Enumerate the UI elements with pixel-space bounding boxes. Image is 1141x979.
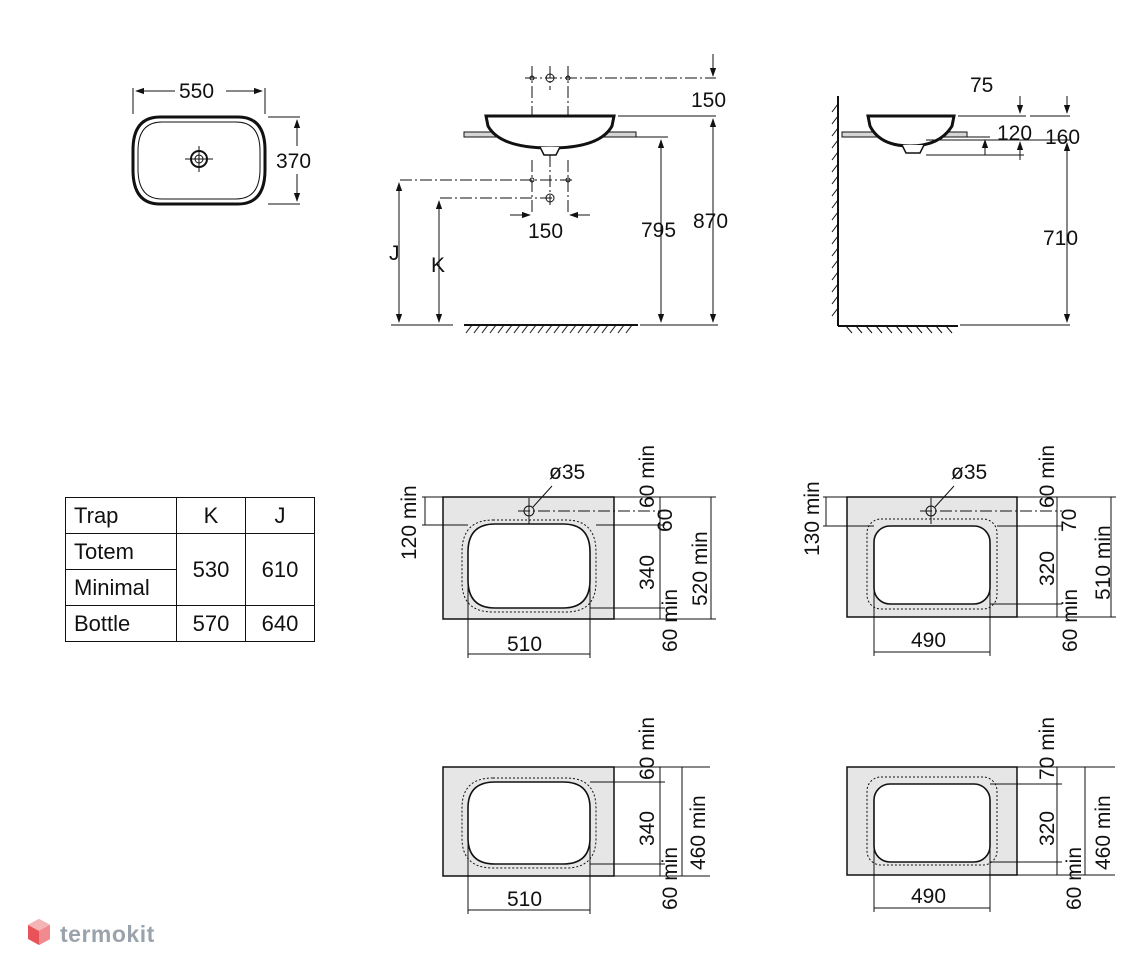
cutout-b-counter-depth: 510 min: [1092, 525, 1115, 600]
cutout-b-rear-margin: 60 min: [1036, 445, 1059, 508]
trap-name: Bottle: [65, 605, 177, 642]
side-tap-height-label: 160: [1045, 126, 1080, 149]
trap-k-value: 570: [176, 605, 246, 642]
cutout-d-width: 490: [911, 885, 946, 908]
brand-logo-icon: [28, 919, 50, 945]
cutout-d-rear-margin: 70 min: [1036, 717, 1059, 780]
trap-j-value: 610: [245, 533, 315, 606]
cutout-a-rear-margin: 60 min: [636, 445, 659, 508]
table-row: Minimal: [65, 569, 315, 606]
trap-j-value: 640: [245, 605, 315, 642]
table-row: Bottle 570 640: [65, 605, 315, 642]
side-setback-label: 75: [970, 74, 993, 97]
top-width-label: 550: [179, 80, 214, 103]
front-tap-height-label: 150: [691, 89, 726, 112]
cutout-d: 70 min 320 60 min 460 min 490: [846, 717, 1115, 912]
cutout-b-rear-offset: 70: [1058, 509, 1081, 532]
top-depth-label: 370: [276, 150, 311, 173]
cutout-b-tap-hole: ø35: [951, 461, 987, 484]
trap-k-label: K: [431, 254, 445, 277]
side-counter-height-label: 710: [1043, 227, 1078, 250]
cutout-c-depth: 340: [636, 811, 659, 846]
brand-name: termokit: [60, 920, 155, 947]
cutout-a-top-margin: 120 min: [398, 485, 421, 560]
front-tap-spacing-label: 150: [528, 220, 563, 243]
floor-hatch: [465, 324, 633, 334]
front-view: 150 150 J K 795 870: [389, 54, 728, 334]
trap-j-label: J: [389, 242, 400, 265]
cutout-a-front-margin: 60 min: [659, 589, 682, 652]
cutout-a-width: 510: [507, 633, 542, 656]
cutout-a-depth: 340: [636, 555, 659, 590]
front-rim-height-label: 795: [641, 219, 676, 242]
cutout-a-rear-offset: 60: [654, 509, 677, 532]
cutout-a-counter-depth: 520 min: [689, 531, 712, 606]
cutout-b-front-margin: 60 min: [1059, 589, 1082, 652]
table-header-trap: Trap: [65, 497, 177, 534]
cutout-a: ø35 120 min 60 min 60 340 60 min 520 min…: [398, 445, 716, 658]
brand-watermark: termokit: [26, 917, 155, 951]
table-header-row: Trap K J: [65, 497, 315, 534]
side-view: 75 160 120 710: [831, 74, 1080, 334]
trap-name: Minimal: [65, 569, 177, 606]
cutout-b: ø35 130 min 60 min 70 320 60 min 510 min…: [801, 445, 1116, 656]
cutout-c-width: 510: [507, 888, 542, 911]
cutout-b-top-margin: 130 min: [801, 481, 824, 556]
cutout-d-front-margin: 60 min: [1063, 847, 1086, 910]
cutout-c-rear-margin: 60 min: [636, 717, 659, 780]
cutout-d-depth: 320: [1036, 811, 1059, 846]
cutout-b-width: 490: [911, 629, 946, 652]
cutout-b-depth: 320: [1036, 551, 1059, 586]
trap-k-value: 530: [176, 533, 246, 606]
table-header-j: J: [245, 497, 315, 534]
cutout-c: 60 min 340 60 min 460 min 510: [442, 717, 710, 914]
trap-table: Trap K J Totem 530 610 Minimal Bottle 57…: [65, 497, 315, 642]
cutout-d-counter-depth: 460 min: [1092, 795, 1115, 870]
table-row: Totem 530 610: [65, 533, 315, 606]
cutout-c-counter-depth: 460 min: [687, 795, 710, 870]
top-view: 550 370: [131, 80, 311, 206]
side-bowl-height-label: 120: [997, 122, 1032, 145]
trap-name: Totem: [65, 533, 177, 570]
cutout-c-front-margin: 60 min: [659, 847, 682, 910]
front-tap-floor-label: 870: [693, 210, 728, 233]
cutout-a-tap-hole: ø35: [549, 461, 585, 484]
table-header-k: K: [176, 497, 246, 534]
